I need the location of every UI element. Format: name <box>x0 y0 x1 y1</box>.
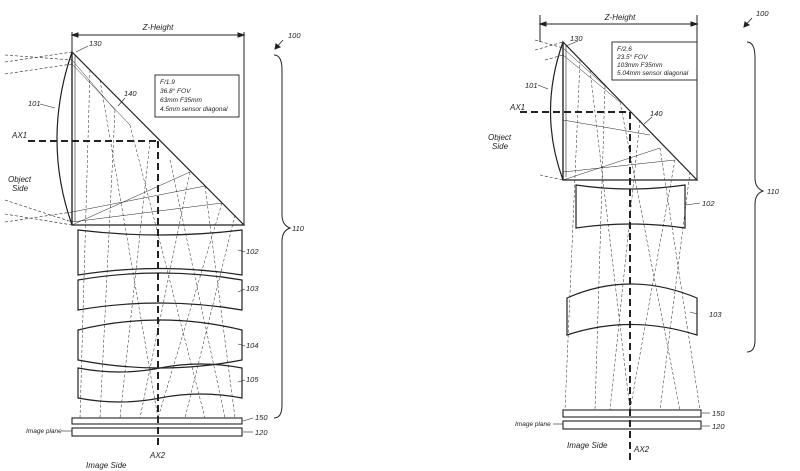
front-lens-ref-label: 101 <box>525 81 538 90</box>
object-side-line1: Object <box>488 133 512 142</box>
right-figure <box>520 15 765 460</box>
incoming-rays <box>534 39 564 181</box>
spec-box <box>154 74 240 118</box>
prism-ref-label: 130 <box>89 39 102 48</box>
lens-element-102 <box>575 184 686 229</box>
prism-rays <box>71 51 245 226</box>
object-side-line2: Side <box>12 184 29 193</box>
lens-element-105 <box>77 363 243 403</box>
axis2-label: AX2 <box>633 445 650 454</box>
arrowhead-right <box>237 32 246 38</box>
image-side-label: Image Side <box>86 461 127 470</box>
spec-line-3: 63mm F35mm <box>160 97 202 104</box>
spec-line-1: F/2.6 <box>617 46 632 53</box>
front-lens-101 <box>56 51 73 226</box>
spec-line-2: 23.5° FOV <box>616 53 648 61</box>
object-side-line2: Side <box>492 142 509 151</box>
axis1-label: AX1 <box>11 131 27 140</box>
cover-glass-ref-label: 150 <box>255 413 268 422</box>
sensor-ref-label: 120 <box>712 422 725 431</box>
lens-3-ref-label: 103 <box>709 310 722 319</box>
right-text: Z-Height 100 130 101 140 AX1 Object Side… <box>488 9 780 454</box>
lens-group-bracket-110 <box>273 54 292 419</box>
image-sensor-120 <box>562 420 702 430</box>
spec-line-1: F/1.9 <box>160 79 175 86</box>
spec-line-2: 36.8° FOV <box>160 87 191 95</box>
lens-5-ref-label: 105 <box>246 375 259 384</box>
arrowhead-left <box>538 21 547 27</box>
front-lens-ref-label: 101 <box>28 99 41 108</box>
spec-line-3: 103mm F35mm <box>617 62 663 69</box>
lens-element-103 <box>566 283 698 336</box>
lens-group-ref-label: 110 <box>767 187 780 196</box>
leader-lines <box>39 45 254 433</box>
fold-surface-ref-label: 140 <box>650 109 663 118</box>
lens-element-104 <box>77 319 243 369</box>
arrowhead-left <box>70 32 79 38</box>
prism-ref-label: 130 <box>570 34 583 43</box>
incoming-rays <box>4 51 73 226</box>
sensor-ref-label: 120 <box>255 428 268 437</box>
image-plane-label: Image plane <box>515 421 551 428</box>
figure-ref-label: 100 <box>756 9 769 18</box>
object-side-line1: Object <box>8 175 32 184</box>
lens-2-ref-label: 102 <box>246 247 259 256</box>
cover-glass-150 <box>71 417 243 425</box>
arrowhead-right <box>690 21 699 27</box>
cover-glass-150 <box>562 409 702 418</box>
lens-4-ref-label: 104 <box>246 341 259 350</box>
fold-surface-ref-label: 140 <box>124 89 137 98</box>
lens-3-ref-label: 103 <box>246 284 259 293</box>
figure-ref-arrowhead <box>743 21 751 28</box>
left-figure <box>4 32 292 446</box>
cover-glass-ref-label: 150 <box>712 409 725 418</box>
image-plane-label: Image plane <box>26 428 62 435</box>
z-height-label: Z-Height <box>142 23 174 32</box>
z-height-label: Z-Height <box>604 13 636 22</box>
lens-element-102 <box>77 229 243 276</box>
lens-element-103 <box>77 272 243 311</box>
spec-box <box>611 41 698 81</box>
axis2-label: AX2 <box>149 451 166 460</box>
image-sensor-120 <box>71 427 243 437</box>
spec-line-4: 4.5mm sensor diagonal <box>160 106 228 113</box>
image-side-label: Image Side <box>567 441 608 450</box>
spec-line-4: 5.04mm sensor diagonal <box>617 70 689 77</box>
figure-ref-arrowhead <box>274 43 282 50</box>
front-lens-101 <box>549 41 564 181</box>
lens-group-ref-label: 110 <box>292 224 305 233</box>
left-text: Z-Height 100 130 101 140 AX1 Object Side… <box>8 23 305 470</box>
axis1-label: AX1 <box>509 103 525 112</box>
lens-2-ref-label: 102 <box>702 199 715 208</box>
downward-rays <box>564 59 701 411</box>
leader-lines <box>537 40 710 427</box>
figure-ref-label: 100 <box>288 31 301 40</box>
lens-group-bracket-110 <box>746 41 765 353</box>
